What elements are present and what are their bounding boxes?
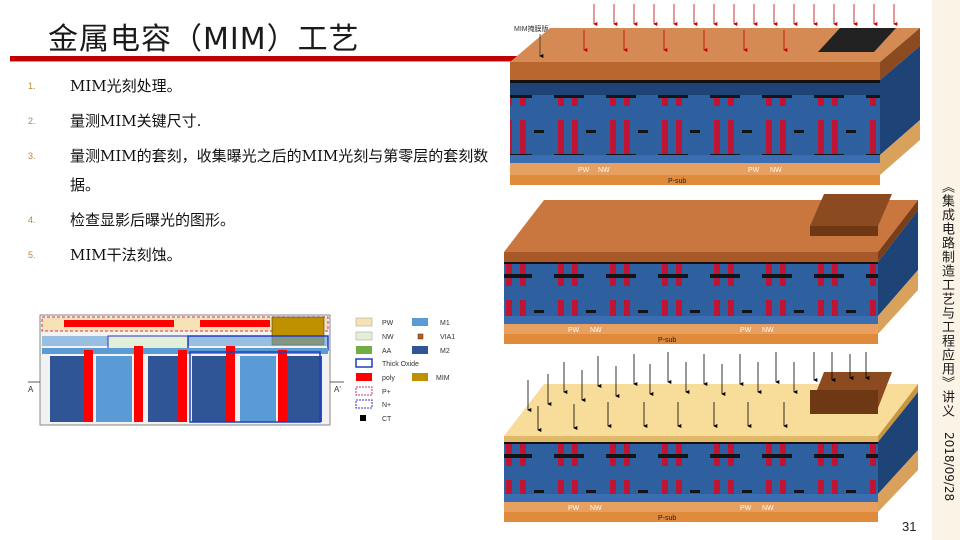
svg-text:NW: NW bbox=[762, 327, 774, 334]
mim-process-3d-diagram: PW NW PW NW P-sub PW NW PW bbox=[504, 4, 920, 522]
process-steps-list: 1. MIM光刻处理。 2. 量测MIM关键尺寸. 3. 量测MIM的套刻，收集曝光之… bbox=[28, 72, 498, 276]
legend-item-pw: PW bbox=[355, 317, 394, 327]
step-item: 3. 量测MIM的套刻，收集曝光之后的MIM光刻与第零层的套刻数据。 bbox=[28, 142, 498, 200]
svg-text:P-sub: P-sub bbox=[658, 337, 676, 344]
photoresist-front bbox=[510, 62, 880, 80]
svg-text:NW: NW bbox=[770, 167, 782, 174]
legend-item-p-plus: P+ bbox=[355, 386, 391, 396]
legend-item-aa: AA bbox=[356, 346, 392, 355]
step-text: MIM光刻处理。 bbox=[70, 77, 182, 95]
svg-text:P-sub: P-sub bbox=[658, 515, 676, 522]
stage-2-developed: PW NW PW NW P-sub bbox=[504, 194, 918, 344]
svg-text:PW: PW bbox=[740, 327, 752, 334]
mim-layout-cross-section: A A' bbox=[28, 314, 344, 426]
step-item: 2. 量测MIM关键尺寸. bbox=[28, 107, 498, 136]
svg-text:M1: M1 bbox=[440, 320, 450, 327]
mask-label: MIM掩膜版 bbox=[514, 26, 549, 33]
step-number: 1. bbox=[28, 81, 36, 91]
layer-legend: PW M1 NW VIA1 AA M2 Thick Oxide poly MIM… bbox=[355, 317, 455, 423]
svg-text:PW: PW bbox=[568, 327, 580, 334]
side-band bbox=[932, 0, 960, 540]
svg-text:P-sub: P-sub bbox=[668, 178, 686, 185]
svg-text:M2: M2 bbox=[440, 348, 450, 355]
step-number: 2. bbox=[28, 116, 36, 126]
legend-item-via1: VIA1 bbox=[417, 333, 455, 341]
step-text: 量测MIM关键尺寸. bbox=[70, 112, 202, 130]
svg-text:CT: CT bbox=[382, 416, 392, 423]
page-number: 31 bbox=[902, 519, 917, 534]
step-text: 量测MIM的套刻，收集曝光之后的MIM光刻与第零层的套刻数据。 bbox=[70, 147, 489, 194]
step-number: 5. bbox=[28, 250, 36, 260]
legend-item-n-plus: N+ bbox=[355, 399, 391, 409]
etch-arrows bbox=[527, 352, 870, 432]
legend-item-ct: CT bbox=[360, 415, 392, 423]
legend-item-thick-oxide: Thick Oxide bbox=[355, 358, 419, 368]
svg-text:NW: NW bbox=[590, 327, 602, 334]
svg-text:NW: NW bbox=[598, 167, 610, 174]
legend-item-mim: MIM bbox=[412, 373, 450, 382]
svg-text:Thick Oxide: Thick Oxide bbox=[382, 361, 419, 368]
pw-well bbox=[510, 163, 690, 175]
step-item: 1. MIM光刻处理。 bbox=[28, 72, 498, 101]
slide-title: 金属电容（MIM）工艺 bbox=[48, 22, 360, 57]
step-number: 4. bbox=[28, 215, 36, 225]
svg-text:NW: NW bbox=[382, 334, 394, 341]
photoresist-top bbox=[504, 200, 918, 252]
step-text: MIM干法刻蚀。 bbox=[70, 246, 182, 264]
svg-text:NW: NW bbox=[590, 505, 602, 512]
stage-1-exposure: PW NW PW NW P-sub bbox=[510, 28, 920, 185]
exposure-arrows-1 bbox=[583, 4, 898, 52]
svg-text:poly: poly bbox=[382, 375, 395, 382]
svg-text:PW: PW bbox=[568, 505, 580, 512]
side-course-title: 《集成电路制造工艺与工程应用》讲义 bbox=[939, 180, 954, 418]
svg-text:NW: NW bbox=[762, 505, 774, 512]
step-item: 4. 检查显影后曝光的图形。 bbox=[28, 206, 498, 235]
step-text: 检查显影后曝光的图形。 bbox=[70, 211, 236, 229]
svg-text:N+: N+ bbox=[382, 402, 391, 409]
svg-text:MIM: MIM bbox=[436, 375, 450, 382]
svg-text:PW: PW bbox=[740, 505, 752, 512]
side-date: 2018/09/28 bbox=[942, 432, 956, 502]
svg-text:VIA1: VIA1 bbox=[440, 334, 455, 341]
stage-3-etch: PW NW PW NW P-sub bbox=[504, 372, 918, 522]
svg-text:PW: PW bbox=[748, 167, 760, 174]
title-underline bbox=[10, 56, 530, 61]
photoresist-top bbox=[510, 28, 920, 62]
legend-item-poly: poly bbox=[356, 373, 395, 382]
legend-item-nw: NW bbox=[355, 331, 394, 341]
legend-item-m2: M2 bbox=[412, 346, 450, 355]
axis-label-left: A bbox=[28, 385, 34, 394]
svg-text:AA: AA bbox=[382, 348, 392, 355]
title-underline-shadow bbox=[10, 61, 530, 62]
step-number: 3. bbox=[28, 151, 36, 161]
legend-item-m1: M1 bbox=[412, 318, 450, 327]
svg-text:PW: PW bbox=[578, 167, 590, 174]
svg-text:PW: PW bbox=[382, 320, 394, 327]
axis-label-right: A' bbox=[334, 385, 341, 394]
step-item: 5. MIM干法刻蚀。 bbox=[28, 241, 498, 270]
svg-text:P+: P+ bbox=[382, 389, 391, 396]
